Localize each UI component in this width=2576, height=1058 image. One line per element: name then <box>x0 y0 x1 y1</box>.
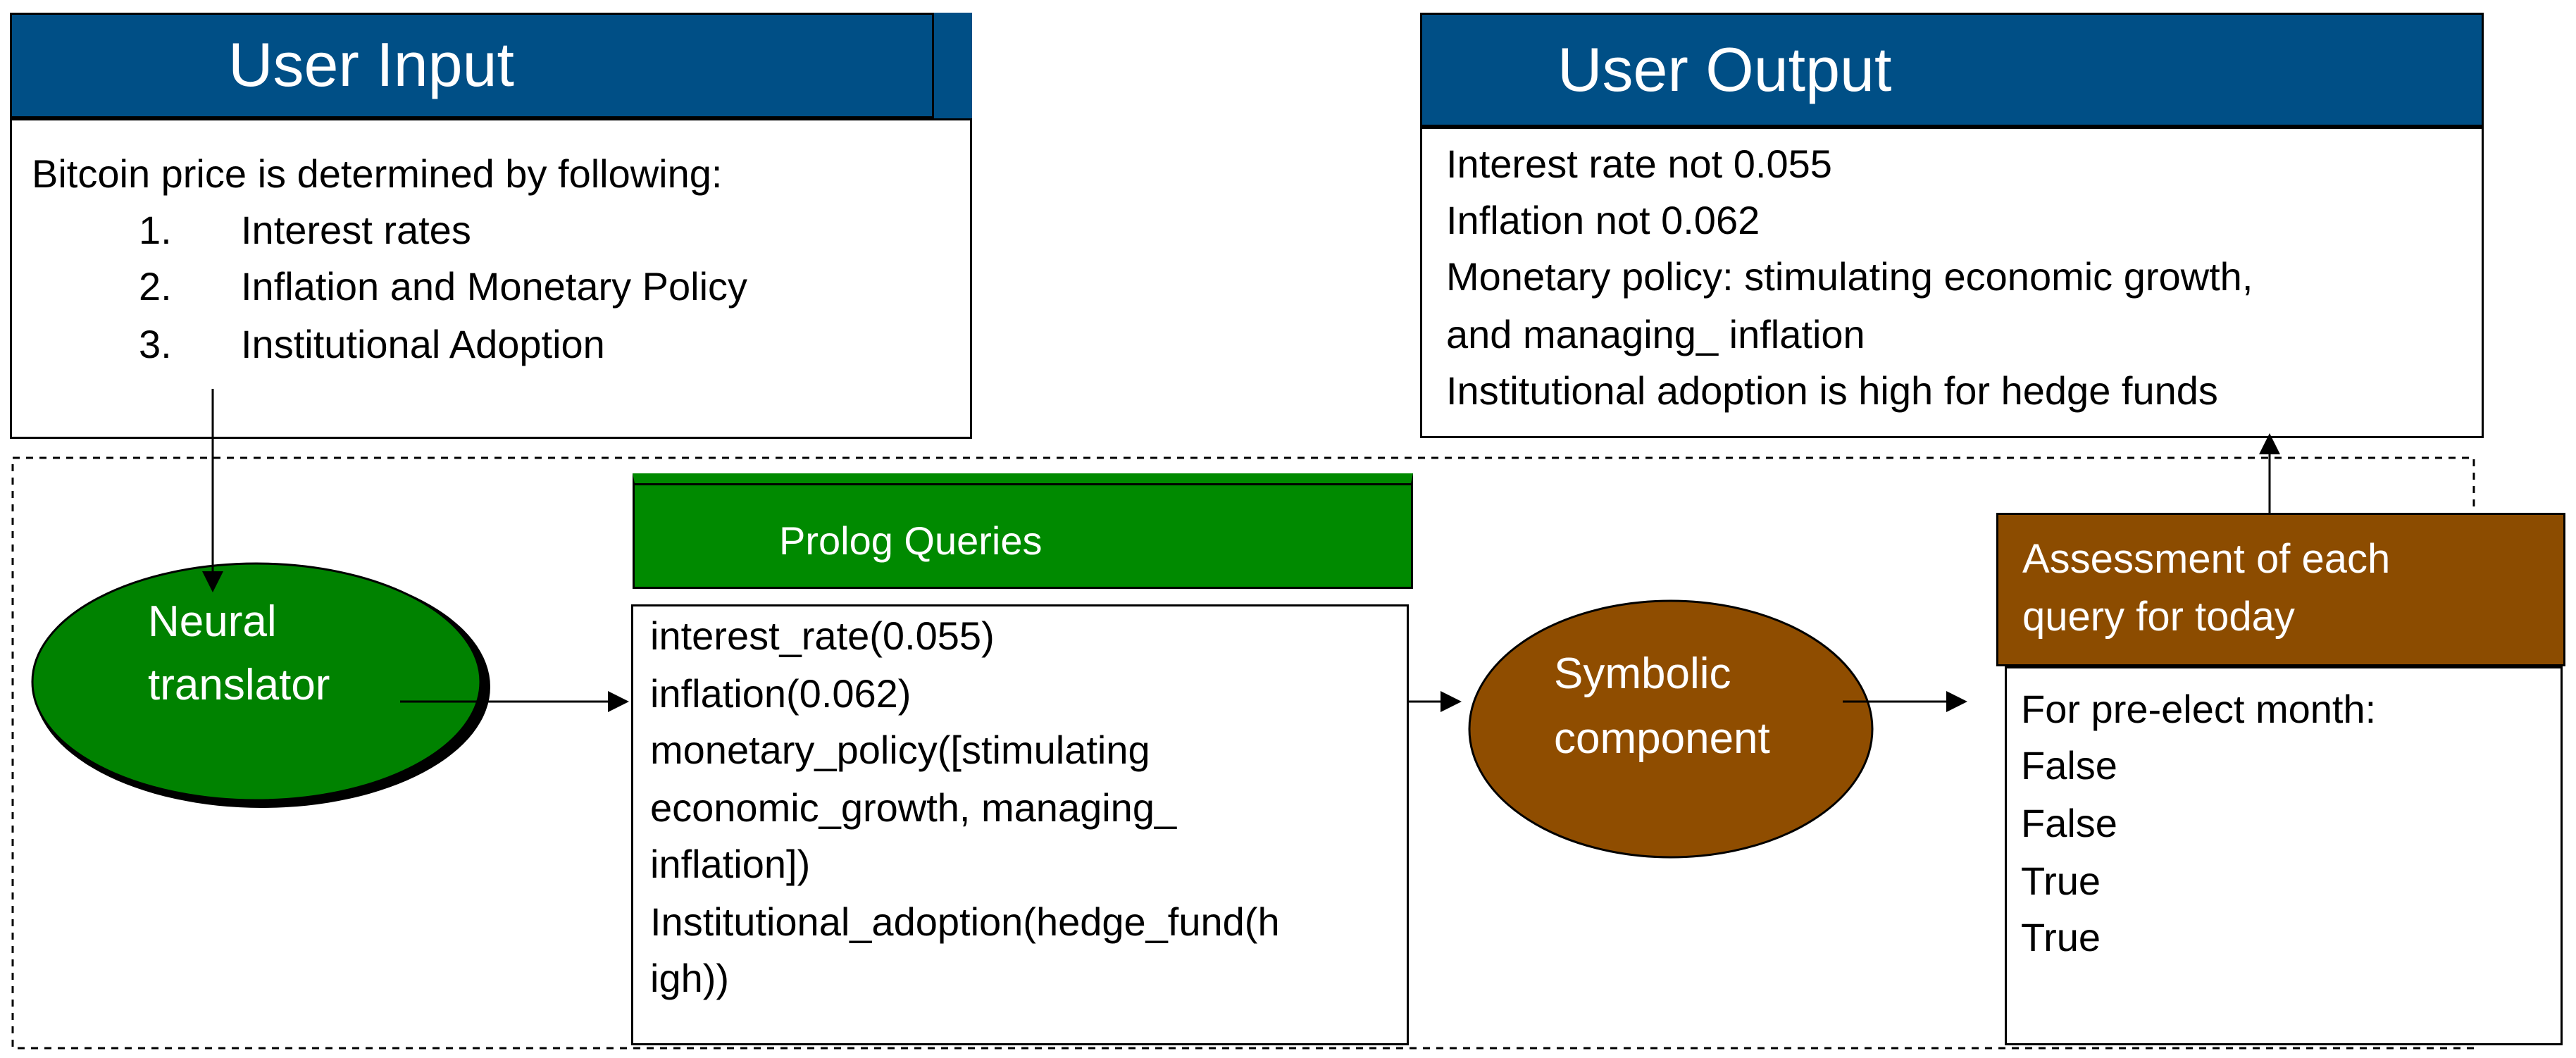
symbolic-ellipse <box>1468 599 1874 859</box>
user-input-item-1: Interest rates <box>241 208 471 252</box>
prolog-line-4: economic_growth, managing_ <box>650 785 1177 830</box>
assessment-line-1: For pre-elect month: <box>2021 687 2377 731</box>
assessment-line-5: True <box>2021 915 2101 959</box>
user-input-item-num-2: 2. <box>139 264 172 309</box>
user-output-line-4: and managing_ inflation <box>1446 312 1865 356</box>
user-input-title: User Input <box>228 30 514 99</box>
user-input-item-2: Inflation and Monetary Policy <box>241 264 748 309</box>
prolog-header-label: Prolog Queries <box>779 518 1043 563</box>
assessment-line-3: False <box>2021 801 2117 845</box>
assessment-header-line-2: query for today <box>2022 594 2295 640</box>
assessment-line-4: True <box>2021 859 2101 903</box>
user-output-line-2: Inflation not 0.062 <box>1446 198 1760 242</box>
prolog-line-2: inflation(0.062) <box>650 671 911 716</box>
user-output-header: User Output <box>1420 13 2484 127</box>
neural-label-1: Neural <box>148 597 277 646</box>
user-input-header-inner-border <box>10 13 934 118</box>
assessment-header-line-1: Assessment of each <box>2022 536 2391 582</box>
user-input-intro: Bitcoin price is determined by following… <box>32 151 723 196</box>
user-input-header: User Input <box>10 13 972 118</box>
user-input-item-num-3: 3. <box>139 322 172 366</box>
prolog-box: interest_rate(0.055) inflation(0.062) mo… <box>631 604 1409 1045</box>
assessment-header: Assessment of each query for today <box>1996 513 2565 666</box>
user-output-title: User Output <box>1557 35 1892 104</box>
neural-ellipse <box>31 562 482 802</box>
prolog-line-5: inflation]) <box>650 842 811 886</box>
user-output-line-5: Institutional adoption is high for hedge… <box>1446 368 2218 413</box>
symbolic-label-1: Symbolic <box>1554 649 1731 698</box>
user-output-line-1: Interest rate not 0.055 <box>1446 142 1832 186</box>
prolog-line-6: Institutional_adoption(hedge_fund(h <box>650 900 1280 944</box>
prolog-line-3: monetary_policy([stimulating <box>650 728 1150 772</box>
assessment-line-2: False <box>2021 743 2117 788</box>
prolog-header: Prolog Queries <box>633 473 1413 589</box>
user-input-item-num-1: 1. <box>139 208 172 252</box>
prolog-line-7: igh)) <box>650 956 730 1000</box>
prolog-line-1: interest_rate(0.055) <box>650 614 995 658</box>
neural-label-2: translator <box>148 661 330 709</box>
user-input-box: Bitcoin price is determined by following… <box>10 118 972 439</box>
prolog-header-inner-line <box>635 483 1411 485</box>
user-output-line-3: Monetary policy: stimulating economic gr… <box>1446 254 2253 299</box>
user-input-item-3: Institutional Adoption <box>241 322 605 366</box>
user-output-box: Interest rate not 0.055 Inflation not 0.… <box>1420 127 2484 438</box>
symbolic-label-2: component <box>1554 714 1770 763</box>
assessment-box: For pre-elect month: False False True Tr… <box>2005 666 2563 1045</box>
